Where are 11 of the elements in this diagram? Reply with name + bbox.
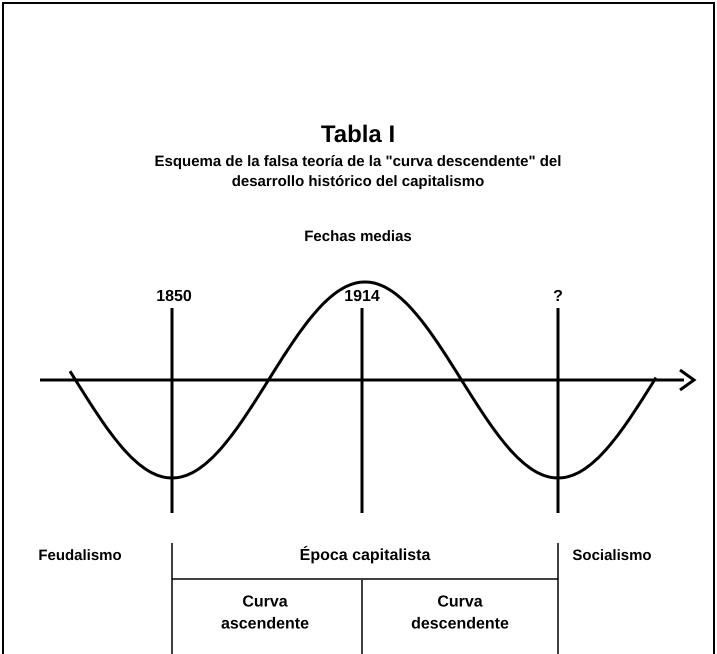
- period-label: Feudalismo: [38, 546, 122, 566]
- date-label: ?: [553, 287, 563, 308]
- title: Tabla I: [320, 120, 396, 150]
- period-label: Socialismo: [572, 546, 652, 566]
- date-label: 1914: [344, 287, 380, 308]
- period-label: Época capitalista: [300, 545, 430, 566]
- date-label: 1850: [156, 287, 192, 308]
- phase-label: Curva descendente: [410, 592, 510, 634]
- axis-heading: Fechas medias: [304, 226, 412, 247]
- phase-label: Curva ascendente: [220, 592, 310, 634]
- subtitle: Esquema de la falsa teoría de la "curva descendente" del desarrollo histórico del capitalismo: [154, 152, 562, 192]
